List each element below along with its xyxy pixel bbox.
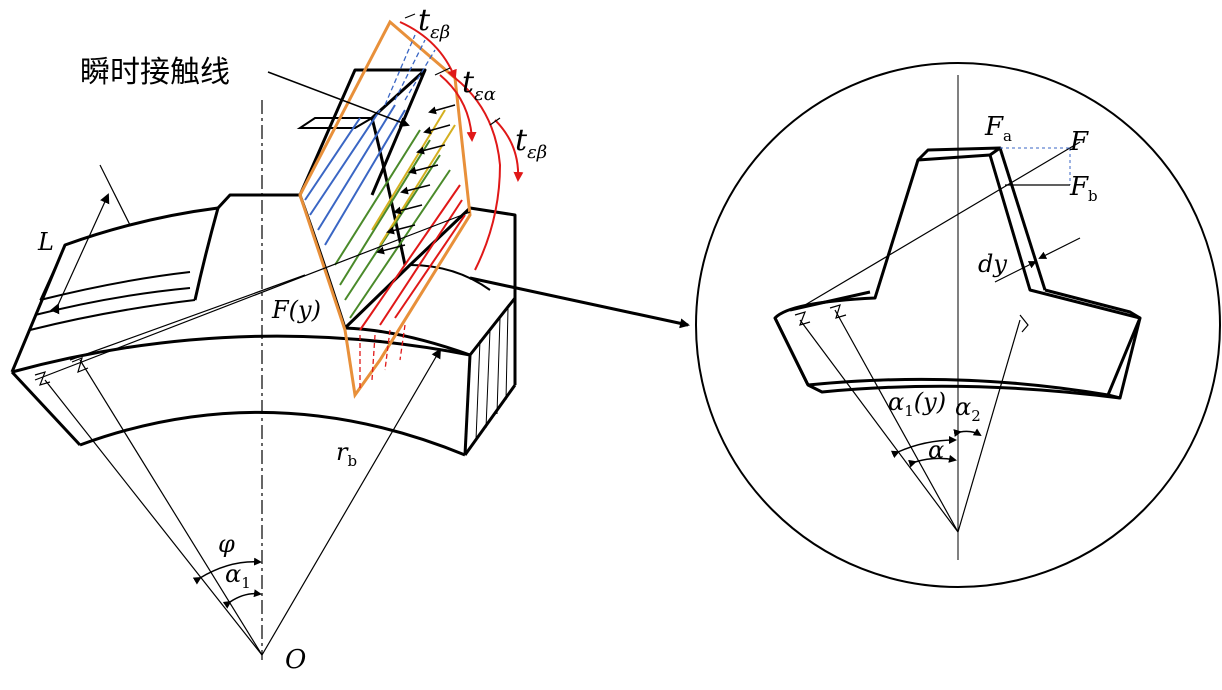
left-rim-front-top (11, 334, 471, 374)
label-alpha: α (928, 436, 944, 464)
label-F-b: Fb (1069, 172, 1098, 205)
detail-view (695, 62, 1221, 588)
label-t-eps-beta-top: tεβ (418, 3, 450, 43)
tooth-outline (216, 68, 427, 210)
label-alpha1-left: α1 (225, 560, 251, 592)
left-gear-segment (10, 13, 690, 660)
detail-circle (695, 62, 1221, 588)
contact-plane (298, 19, 472, 399)
label-F-a: Fa (984, 112, 1012, 145)
label-t-eps-beta-right: tεβ (515, 123, 547, 163)
label-alpha1-y: α1(y) (888, 388, 946, 420)
label-F: F (1069, 127, 1089, 157)
label-F-y: F(y) (271, 296, 321, 324)
label-t-eps-alpha: tεα (462, 65, 496, 105)
label-L: L (37, 228, 54, 256)
label-phi: φ (218, 530, 235, 558)
label-r-b: rb (336, 438, 357, 470)
label-O: O (285, 645, 306, 675)
label-alpha2: α2 (955, 393, 981, 425)
left-rim-front-bottom (79, 410, 466, 457)
label-dy: dy (978, 250, 1007, 278)
label-instant-contact-line: 瞬时接触线 (80, 55, 230, 90)
